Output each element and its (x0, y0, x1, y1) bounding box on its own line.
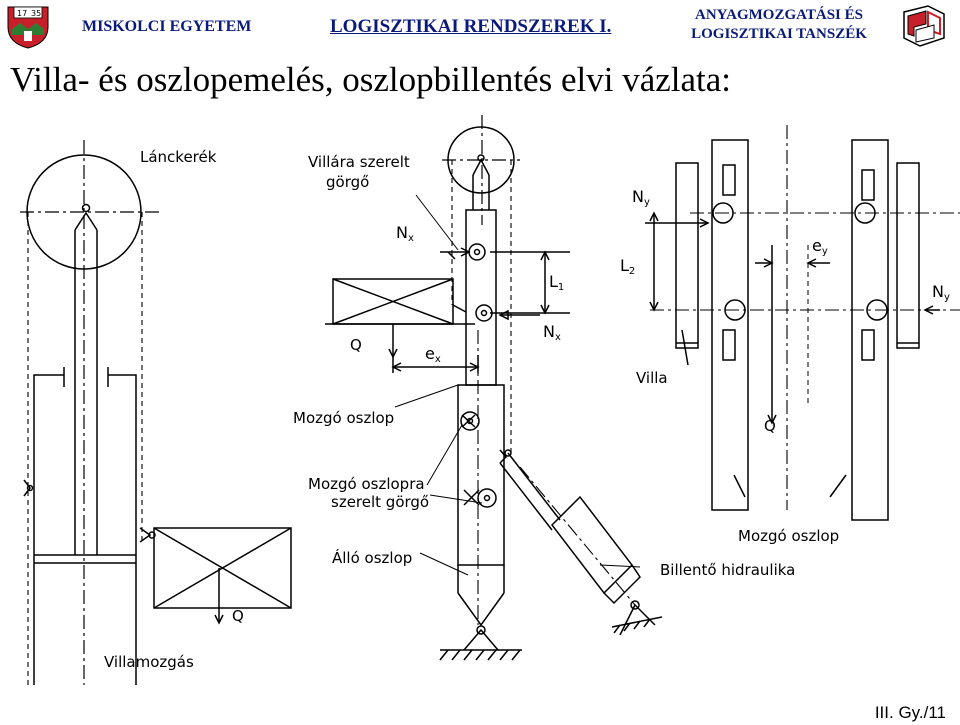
middle-column-drawing (325, 115, 663, 661)
label-billento-hidraulika: Billentő hidraulika (660, 561, 795, 579)
symbol-ex: ex (425, 344, 441, 365)
diagram-canvas: Lánckerék Villára szerelt görgő Q Villam… (20, 115, 960, 685)
leader-lines (394, 194, 641, 576)
header-course-link[interactable]: LOGISZTIKAI RENDSZEREK I. (330, 16, 612, 37)
symbol-l1: L1 (549, 272, 564, 293)
label-lanckerek: Lánckerék (140, 148, 217, 166)
right-fork-views-drawing (645, 125, 960, 521)
header-department: ANYAGMOZGATÁSI ÉS LOGISZTIKAI TANSZÉK (684, 6, 874, 44)
label-villa: Villa (636, 369, 668, 387)
department-logo-icon (903, 5, 945, 47)
label-villara-line2: görgő (326, 173, 369, 191)
header-department-line2: LOGISZTIKAI TANSZÉK (691, 26, 867, 42)
symbol-l2: L2 (620, 256, 635, 277)
left-fork-lift-drawing (20, 140, 292, 685)
label-villamozgas: Villamozgás (104, 653, 194, 671)
label-mozgo-oszlop-right: Mozgó oszlop (738, 527, 839, 545)
label-q-right: Q (764, 417, 776, 435)
label-mozgo-oszlop: Mozgó oszlop (293, 409, 394, 427)
symbol-nx-top: Nx (396, 223, 414, 244)
crest-year-right: 35 (31, 9, 41, 18)
label-q-middle: Q (350, 336, 362, 354)
symbol-ey: ey (812, 236, 828, 257)
label-villara-line1: Villára szerelt (308, 153, 410, 171)
header-department-line1: ANYAGMOZGATÁSI ÉS (695, 7, 863, 23)
header-bar: 17 35 MISKOLCI EGYETEM LOGISZTIKAI RENDS… (0, 0, 960, 52)
symbol-ny-left: Ny (632, 187, 650, 208)
crest-year-left: 17 (17, 9, 27, 18)
header-university: MISKOLCI EGYETEM (82, 18, 252, 35)
symbol-nx-bottom: Nx (543, 322, 561, 343)
label-allo-oszlop: Álló oszlop (332, 548, 412, 567)
label-q-left: Q (232, 607, 244, 625)
symbol-ny-right: Ny (932, 282, 950, 303)
university-crest-icon: 17 35 (7, 6, 49, 49)
page-number: III. Gy./11 (874, 703, 946, 722)
page-title: Villa- és oszlopemelés, oszlopbillentés … (10, 60, 732, 99)
label-mozgo-oszlopra-line1: Mozgó oszlopra (308, 475, 425, 493)
label-mozgo-oszlopra-line2: szerelt görgő (331, 493, 429, 511)
